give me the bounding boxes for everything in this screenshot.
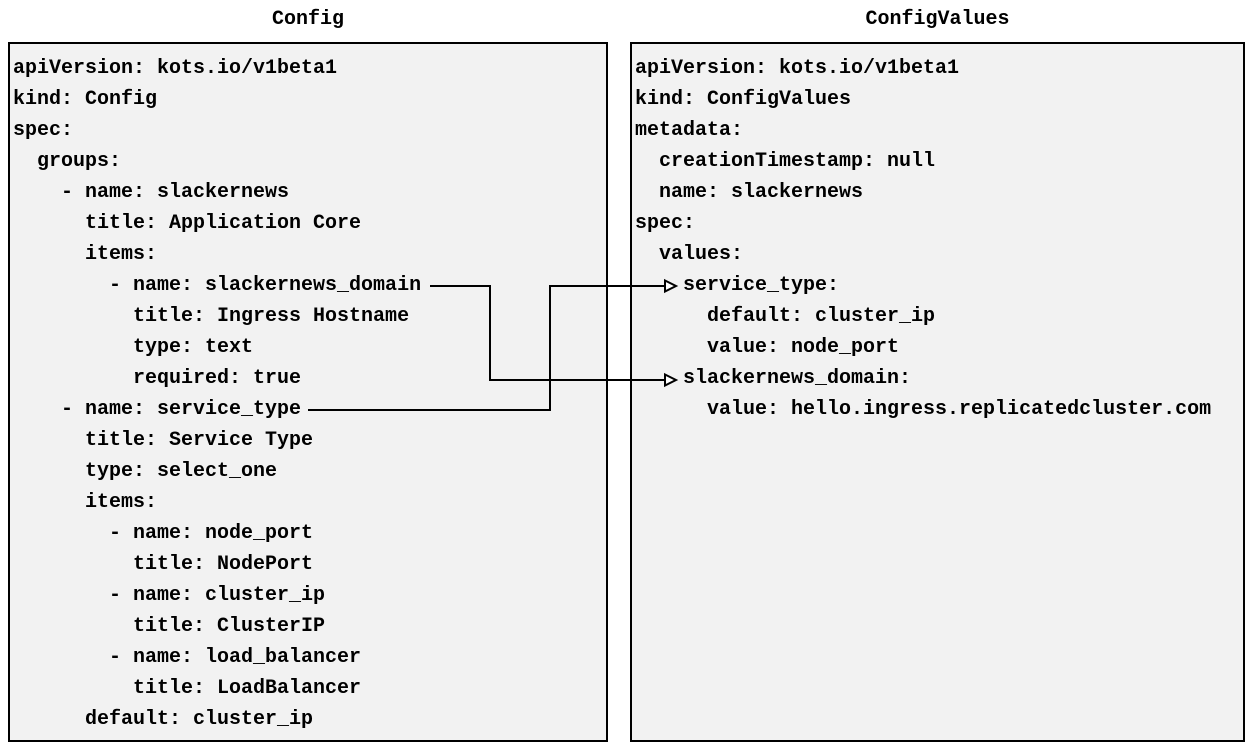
yaml-line-slackernews-domain-source: - name: slackernews_domain	[13, 274, 422, 297]
yaml-line: default: cluster_ip	[13, 708, 314, 731]
yaml-line: required: true	[13, 367, 302, 390]
yaml-line: title: LoadBalancer	[13, 677, 362, 700]
yaml-line: title: NodePort	[13, 553, 314, 576]
configvalues-panel: apiVersion: kots.io/v1beta1 kind: Config…	[630, 42, 1245, 742]
yaml-line: value: node_port	[635, 336, 900, 359]
yaml-line-service-type-source: - name: service_type	[13, 398, 302, 421]
yaml-line: metadata:	[635, 119, 744, 142]
yaml-line: title: Service Type	[13, 429, 314, 452]
yaml-line: title: Ingress Hostname	[13, 305, 410, 328]
configvalues-panel-title: ConfigValues	[865, 8, 1010, 31]
yaml-line: title: ClusterIP	[13, 615, 326, 638]
yaml-line: name: slackernews	[635, 181, 864, 204]
config-yaml-block: apiVersion: kots.io/v1beta1 kind: Config…	[10, 44, 606, 735]
yaml-line: default: cluster_ip	[635, 305, 936, 328]
yaml-line: spec:	[635, 212, 696, 235]
yaml-line: - name: slackernews	[13, 181, 290, 204]
config-panel-title: Config	[271, 8, 344, 31]
yaml-line: type: select_one	[13, 460, 278, 483]
yaml-line: value: hello.ingress.replicatedcluster.c…	[635, 398, 1212, 421]
yaml-line: items:	[13, 243, 158, 266]
yaml-line: - name: node_port	[13, 522, 314, 545]
yaml-line: - name: load_balancer	[13, 646, 362, 669]
yaml-line: items:	[13, 491, 158, 514]
yaml-line: kind: Config	[13, 88, 158, 111]
yaml-line: groups:	[13, 150, 122, 173]
configvalues-yaml-block: apiVersion: kots.io/v1beta1 kind: Config…	[632, 44, 1243, 425]
yaml-line-service-type-target: service_type:	[635, 274, 840, 297]
yaml-line: creationTimestamp: null	[635, 150, 936, 173]
yaml-line-slackernews-domain-target: slackernews_domain:	[635, 367, 912, 390]
yaml-line: kind: ConfigValues	[635, 88, 852, 111]
yaml-line: title: Application Core	[13, 212, 362, 235]
yaml-line: type: text	[13, 336, 254, 359]
yaml-line: - name: cluster_ip	[13, 584, 326, 607]
yaml-line: values:	[635, 243, 744, 266]
config-panel: apiVersion: kots.io/v1beta1 kind: Config…	[8, 42, 608, 742]
yaml-line: apiVersion: kots.io/v1beta1	[13, 57, 338, 80]
yaml-line: apiVersion: kots.io/v1beta1	[635, 57, 960, 80]
yaml-line: spec:	[13, 119, 74, 142]
